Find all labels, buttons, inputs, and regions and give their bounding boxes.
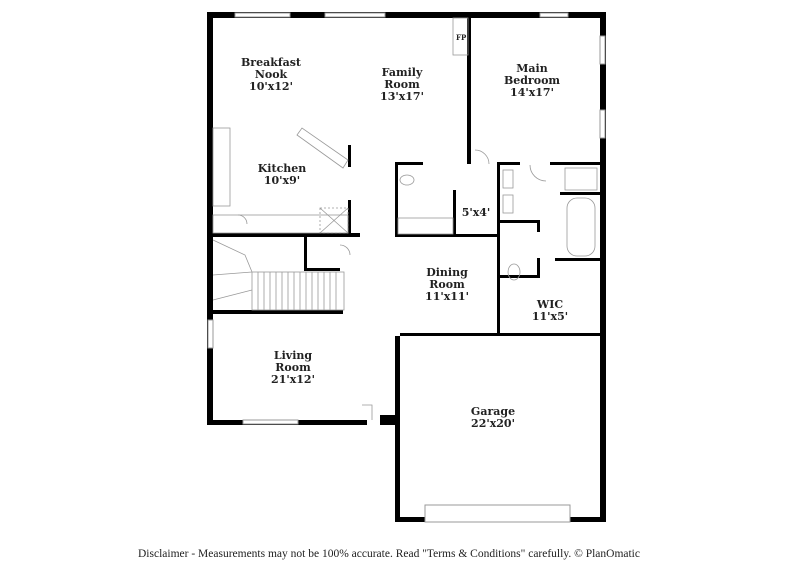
fireplace-label: FP	[456, 33, 467, 42]
room-breakfast-nook: Breakfast Nook 10'x12'	[241, 57, 301, 93]
room-dims: 13'x17'	[380, 90, 424, 103]
room-dims: 5'x4'	[461, 206, 491, 219]
room-dims: 11'x11'	[425, 290, 469, 303]
room-name: Main	[516, 62, 548, 75]
room-dims: 14'x17'	[510, 86, 554, 99]
room-name: Living	[273, 349, 313, 362]
room-main-bedroom: Main Bedroom 14'x17'	[504, 63, 560, 99]
disclaimer-text: Disclaimer - Measurements may not be 100…	[138, 548, 640, 560]
room-name: Breakfast	[241, 56, 301, 69]
room-name: Kitchen	[257, 162, 307, 175]
room-name: Bedroom	[503, 74, 561, 87]
room-name: Family	[381, 66, 423, 79]
room-dims: 21'x12'	[271, 373, 315, 386]
room-garage: Garage 22'x20'	[471, 406, 515, 430]
room-living-room: Living Room 21'x12'	[271, 350, 315, 386]
room-dims: 22'x20'	[471, 417, 515, 430]
room-name: Nook	[254, 68, 288, 81]
room-kitchen: Kitchen 10'x9'	[258, 163, 307, 187]
room-wic: WIC 11'x5'	[532, 299, 568, 323]
room-dims: 10'x9'	[263, 174, 301, 187]
room-name: Garage	[470, 405, 516, 418]
room-name: WIC	[536, 298, 564, 311]
room-name: Room	[429, 278, 465, 291]
room-name: Dining	[426, 266, 468, 279]
room-name: Room	[275, 361, 311, 374]
room-closet: 5'x4'	[462, 207, 491, 219]
room-dining-room: Dining Room 11'x11'	[425, 267, 469, 303]
room-dims: 11'x5'	[531, 310, 569, 323]
room-family-room: Family Room 13'x17'	[380, 67, 424, 103]
room-dims: 10'x12'	[249, 80, 293, 93]
room-name: Room	[384, 78, 420, 91]
